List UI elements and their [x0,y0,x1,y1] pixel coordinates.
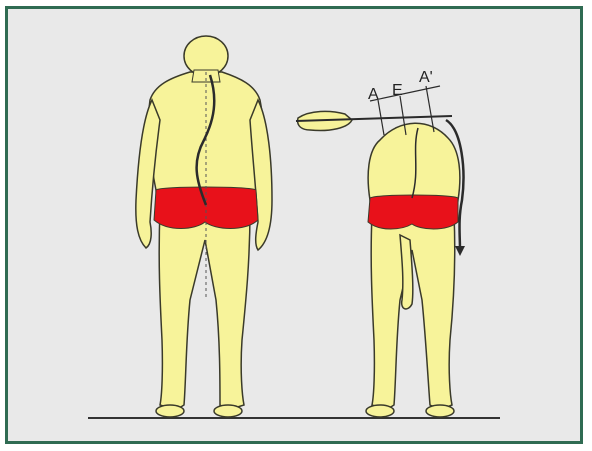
right-figure-left-foot [366,405,394,417]
standing-figure [136,36,272,417]
angle-line [370,86,440,101]
label-a: A [368,86,379,103]
label-e: E [392,82,403,99]
forward-bend-figure [366,120,465,417]
label-a-prime: A' [419,69,433,86]
left-figure-legs [159,210,250,410]
right-figure-shorts [368,195,458,229]
cord-arrow [455,246,465,256]
right-figure-hanging-arm [400,235,413,309]
left-foot [156,405,184,417]
right-figure-legs [371,215,455,410]
right-figure-right-foot [426,405,454,417]
right-foot [214,405,242,417]
